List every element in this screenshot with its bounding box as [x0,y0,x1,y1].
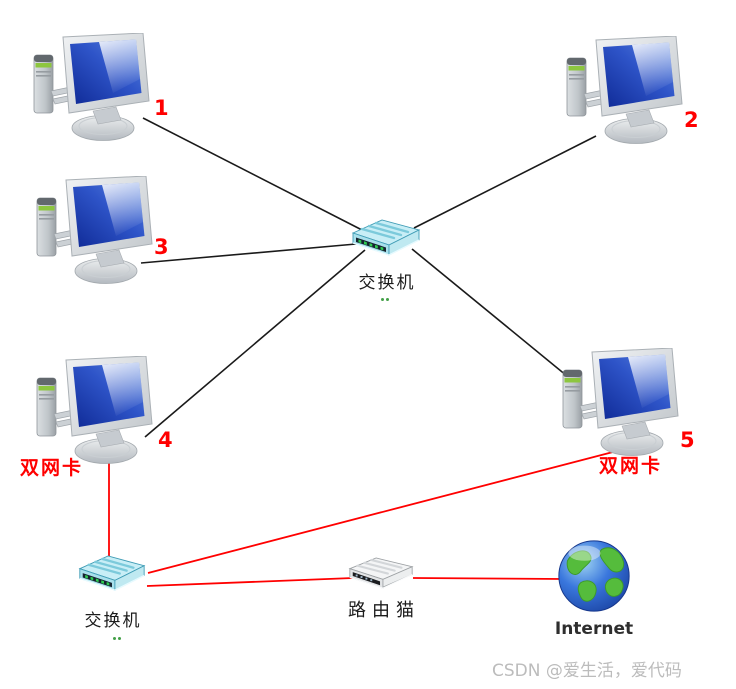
modem-router-icon [344,556,418,595]
modem-router-label: 路由猫 [348,600,420,621]
internet-label: Internet [554,619,634,639]
link-modem-internet [412,577,565,580]
computer-1-number: 1 [154,96,169,120]
computer-3-icon [26,176,158,290]
link-lan-switch-modem [146,577,354,587]
link-pc2-central-switch [413,135,597,229]
lan-switch-label: 交换机 [84,611,142,631]
csdn-watermark: CSDN @爱生活，爱代码 [492,661,682,681]
computer-3-number: 3 [154,235,169,259]
link-pc5-central-switch [411,248,579,386]
computer-2-icon [556,36,688,150]
central-switch-green-mark-icon [381,298,384,301]
computer-5-number: 5 [680,428,695,452]
computer-1-icon [23,33,155,147]
link-pc4-central-switch [144,249,366,438]
computer-5-icon [552,348,684,462]
computer-2-number: 2 [684,108,699,132]
central-switch-label: 交换机 [358,273,416,293]
computer-5-nic-note: 双网卡 [599,455,663,477]
internet-globe-icon [556,537,632,615]
computer-4-nic-note: 双网卡 [20,457,84,479]
link-pc1-central-switch [142,117,363,231]
lan-switch-green-mark-icon [113,637,116,640]
lan-switch-icon [72,554,150,597]
link-lan-switch-pc5 [147,451,614,574]
link-pc3-central-switch [140,243,357,264]
computer-4-icon [26,356,158,470]
central-switch-icon [345,218,425,262]
computer-4-number: 4 [158,428,173,452]
